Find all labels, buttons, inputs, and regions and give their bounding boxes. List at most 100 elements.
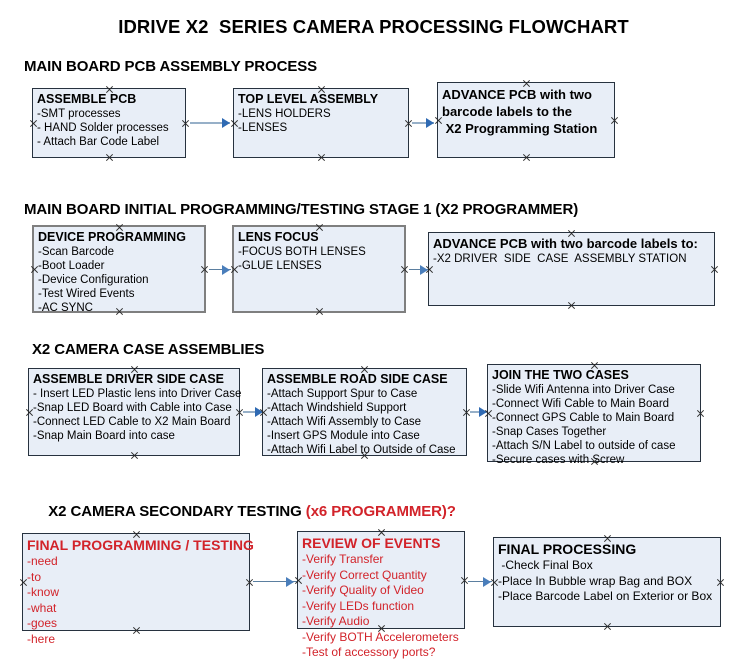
connection-handle-top[interactable] [115,223,124,232]
arrowhead-icon [426,118,434,128]
node-assemble-driver-side-case-line-2: -Snap LED Board with Cable into Case [33,402,232,414]
connection-handle-top[interactable] [132,530,141,539]
node-assemble-pcb-line-3: - Attach Bar Code Label [37,136,160,148]
connection-handle-left[interactable] [30,265,39,274]
node-join-the-two-cases-line-1: -Slide Wifi Antenna into Driver Case [492,384,675,396]
node-top-level-assembly-line-2: -LENSES [238,122,288,134]
connection-handle-right[interactable] [696,409,705,418]
node-top-level-assembly[interactable]: TOP LEVEL ASSEMBLY -LENS HOLDERS -LENSES [233,88,409,158]
arrowhead-icon [286,577,294,587]
node-assemble-pcb[interactable]: ASSEMBLE PCB -SMT processes - HAND Solde… [32,88,186,158]
node-advance-pcb-line-2: barcode labels to the [442,104,573,119]
node-lens-focus-line-1: -FOCUS BOTH LENSES [238,246,366,258]
connection-handle-bottom[interactable] [315,307,324,316]
node-final-programming-testing-line-1: -need [27,554,58,568]
connection-handle-top[interactable] [360,365,369,374]
node-final-programming-testing-body: FINAL PROGRAMMING / TESTING -need -to -k… [27,537,254,647]
arrowhead-icon [222,265,230,275]
connection-handle-left[interactable] [425,265,434,274]
connection-handle-right[interactable] [610,116,619,125]
node-final-programming-testing-line-5: -goes [27,616,58,630]
node-review-of-events-line-1: -Verify Transfer [302,552,384,566]
connection-handle-left[interactable] [259,408,268,417]
node-join-the-two-cases-body: JOIN THE TWO CASES -Slide Wifi Antenna i… [492,368,698,467]
connection-handle-right[interactable] [245,578,254,587]
node-assemble-road-side-case[interactable]: ASSEMBLE ROAD SIDE CASE -Attach Support … [262,368,467,456]
node-join-the-two-cases-title: JOIN THE TWO CASES [492,368,629,382]
section-title-secondary-testing-note: (x6 PROGRAMMER)? [305,503,456,520]
node-final-programming-testing-line-3: -know [27,585,60,599]
node-advance-pcb-driver-case-title: ADVANCE PCB with two barcode labels to: [433,236,698,251]
connection-handle-bottom[interactable] [522,153,531,162]
node-lens-focus-title: LENS FOCUS [238,230,319,244]
connection-handle-right[interactable] [460,576,469,585]
node-assemble-driver-side-case[interactable]: ASSEMBLE DRIVER SIDE CASE - Insert LED P… [25,365,241,456]
connection-handle-left[interactable] [490,578,499,587]
connection-handle-right[interactable] [710,265,719,274]
connection-handle-top[interactable] [105,85,114,94]
connection-handle-top[interactable] [317,85,326,94]
connection-handle-left[interactable] [434,116,443,125]
node-top-level-assembly-line-1: -LENS HOLDERS [238,108,331,120]
node-advance-pcb-programming-station-body: ADVANCE PCB with two barcode labels to t… [442,86,612,137]
connection-handle-left[interactable] [230,265,239,274]
section-title-main-board-pcb-assembly: MAIN BOARD PCB ASSEMBLY PROCESS [24,58,318,75]
node-device-programming[interactable]: DEVICE PROGRAMMING -Scan Barcode -Boot L… [30,223,209,316]
connection-handle-left[interactable] [25,408,34,417]
node-assemble-driver-side-case-line-3: -Connect LED Cable to X2 Main Board [33,416,231,428]
node-final-programming-testing[interactable]: FINAL PROGRAMMING / TESTING -need -to -k… [19,530,254,646]
connection-handle-top[interactable] [377,528,386,537]
connection-handle-top[interactable] [590,361,599,370]
node-join-the-two-cases-line-3: -Connect GPS Cable to Main Board [492,412,675,424]
connection-handle-right[interactable] [400,265,409,274]
connection-handle-top[interactable] [522,79,531,88]
node-device-programming-body: DEVICE PROGRAMMING -Scan Barcode -Boot L… [38,230,202,315]
connection-handle-bottom[interactable] [115,307,124,316]
node-join-the-two-cases[interactable]: JOIN THE TWO CASES -Slide Wifi Antenna i… [484,361,701,466]
node-review-of-events[interactable]: REVIEW OF EVENTS -Verify Transfer -Verif… [294,528,465,659]
connection-handle-bottom[interactable] [105,153,114,162]
node-advance-pcb-line-3: X2 Programming Station [442,121,598,136]
connection-handle-bottom[interactable] [317,153,326,162]
node-device-programming-title: DEVICE PROGRAMMING [38,230,186,244]
connection-handle-right[interactable] [181,119,190,128]
node-review-of-events-line-6: -Verify BOTH Accelerometers [302,629,459,644]
connection-handle-top[interactable] [130,365,139,374]
node-device-programming-line-4: -Test Wired Events [38,288,135,300]
node-final-processing[interactable]: FINAL PROCESSING -Check Final Box -Place… [493,537,721,627]
connection-handle-left[interactable] [29,119,38,128]
node-advance-pcb-driver-case-line-1: -X2 DRIVER SIDE CASE ASSEMBLY STATION [433,253,687,265]
connection-handle-left[interactable] [230,119,239,128]
connection-handle-right[interactable] [200,265,209,274]
connection-handle-bottom[interactable] [130,451,139,460]
section-title-x2-camera-case-assemblies: X2 CAMERA CASE ASSEMBLIES [32,341,265,358]
node-advance-pcb-driver-case-station[interactable]: ADVANCE PCB with two barcode labels to: … [428,232,715,306]
node-device-programming-line-3: -Device Configuration [38,274,149,286]
node-assemble-pcb-title: ASSEMBLE PCB [37,92,137,106]
connection-handle-bottom[interactable] [590,457,599,466]
connection-handle-top[interactable] [315,223,324,232]
node-assemble-road-side-case-line-3: -Attach Wifi Assembly to Case [267,416,422,428]
connection-handle-top[interactable] [603,534,612,543]
node-review-of-events-line-7: -Test of accessory ports? [302,645,436,659]
section-title-x2-camera-secondary-testing: X2 CAMERA SECONDARY TESTING (x6 PROGRAMM… [32,486,456,537]
node-lens-focus[interactable]: LENS FOCUS -FOCUS BOTH LENSES -GLUE LENS… [232,225,406,313]
connection-handle-bottom[interactable] [132,626,141,635]
node-assemble-driver-side-case-title: ASSEMBLE DRIVER SIDE CASE [33,372,225,386]
node-review-of-events-title: REVIEW OF EVENTS [302,535,441,551]
connection-handle-bottom[interactable] [603,622,612,631]
connection-handle-bottom[interactable] [567,301,576,310]
node-assemble-road-side-case-body: ASSEMBLE ROAD SIDE CASE -Attach Support … [267,372,464,457]
node-device-programming-line-1: -Scan Barcode [38,246,115,258]
node-assemble-driver-side-case-line-4: -Snap Main Board into case [33,430,175,442]
connection-handle-top[interactable] [567,229,576,238]
connection-handle-bottom[interactable] [360,451,369,460]
connection-handle-right[interactable] [716,578,725,587]
connection-handle-left[interactable] [294,576,303,585]
node-top-level-assembly-title: TOP LEVEL ASSEMBLY [238,92,379,106]
node-assemble-pcb-line-2: - HAND Solder processes [37,122,169,134]
connection-handle-left[interactable] [19,578,28,587]
connection-handle-left[interactable] [484,409,493,418]
node-advance-pcb-programming-station[interactable]: ADVANCE PCB with two barcode labels to t… [437,82,615,158]
connection-handle-bottom[interactable] [377,624,386,633]
